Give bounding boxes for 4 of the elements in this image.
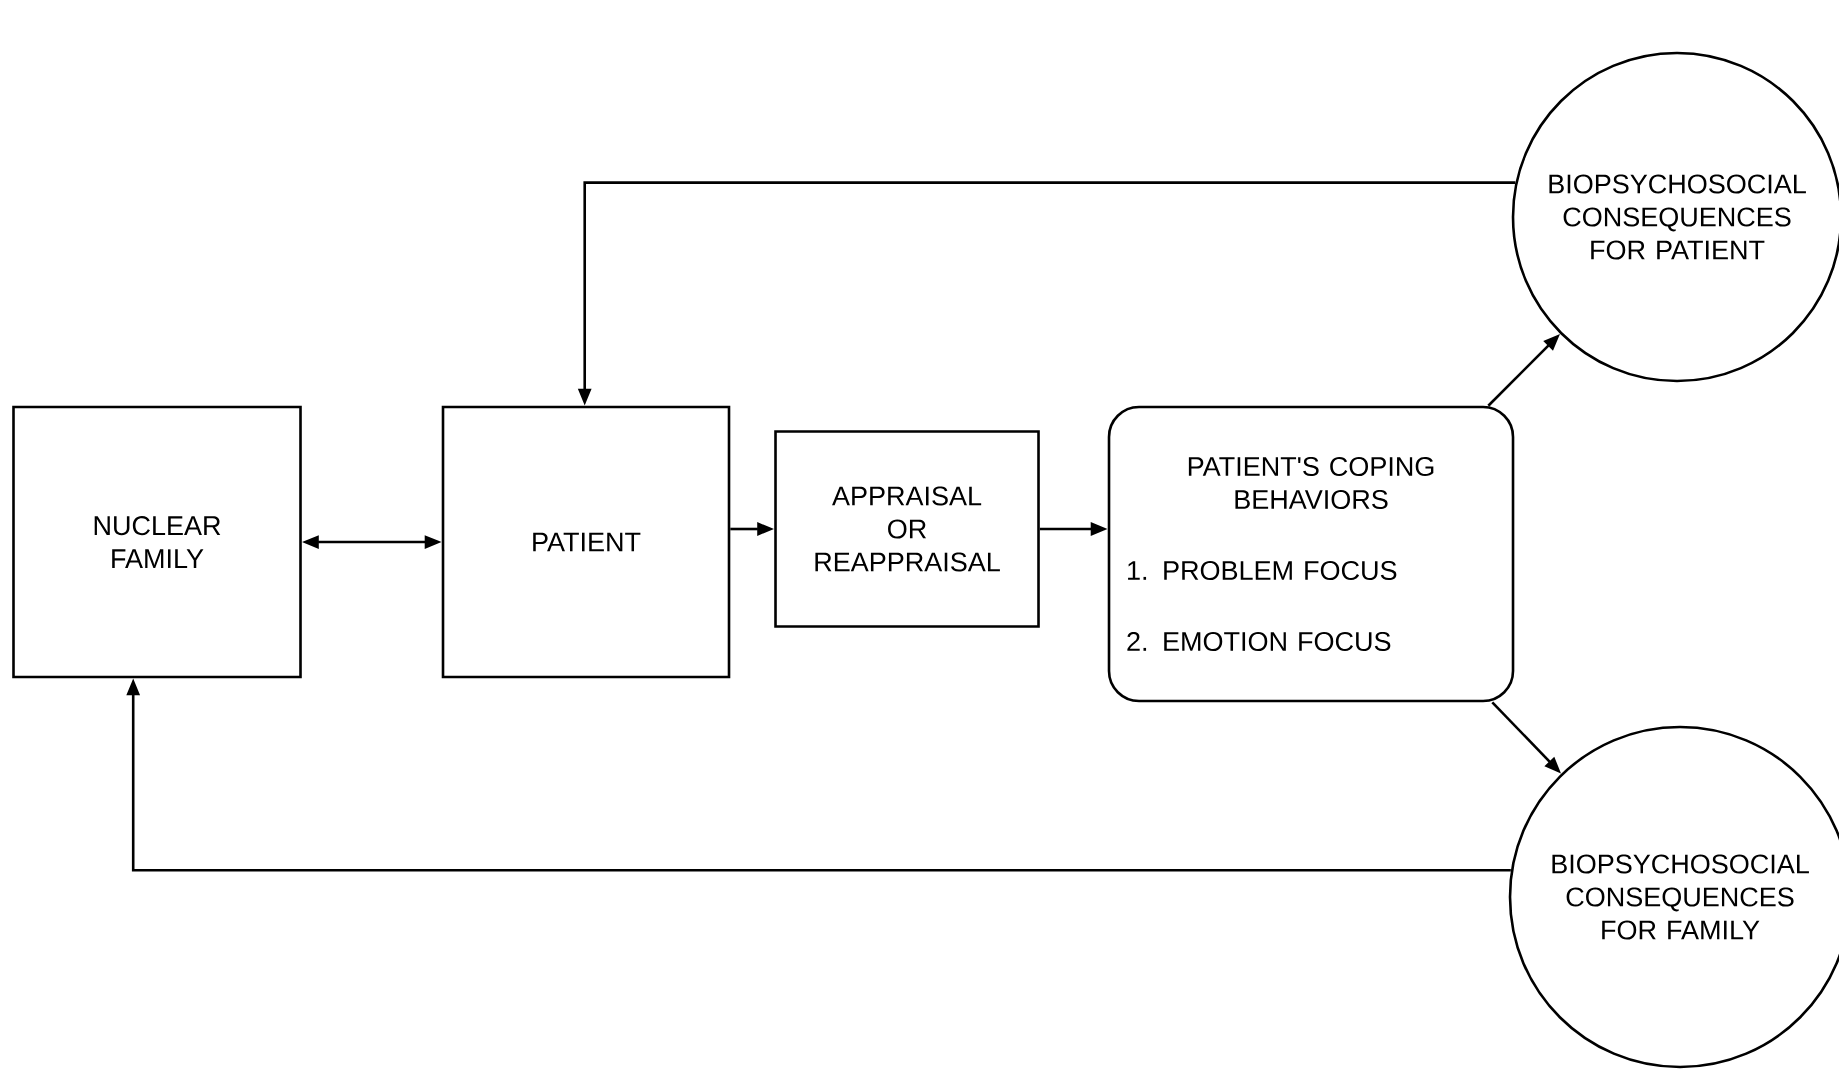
process-box: PATIENT bbox=[441, 405, 731, 679]
process-box: NUCLEAR FAMILY bbox=[12, 405, 302, 679]
rounded-box: PATIENT'S COPING BEHAVIORS 1. PROBLEM FOCUS 2. EMOTION FOCUS bbox=[1107, 405, 1515, 703]
process-box: APPRAISAL OR REAPPRAISAL bbox=[774, 430, 1040, 628]
